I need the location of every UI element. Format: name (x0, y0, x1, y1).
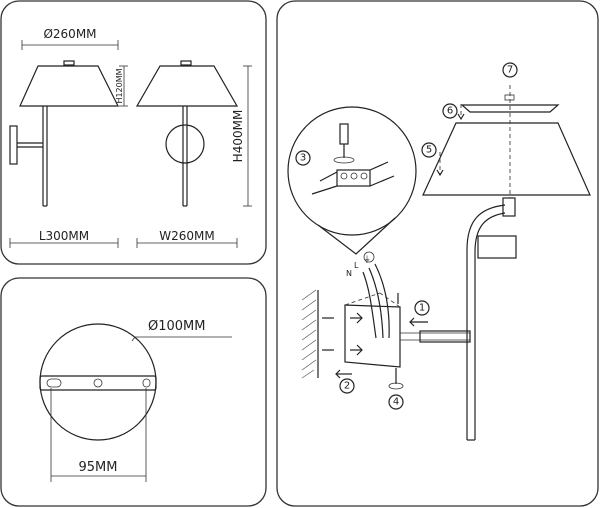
neutral-wire-label: N (346, 269, 352, 278)
width-label: W260MM (159, 229, 214, 243)
ground-symbol: ⏚ (363, 255, 371, 264)
detail-magnifier (287, 106, 417, 236)
svg-text:3: 3 (300, 153, 306, 164)
side-view-lamp (9, 60, 119, 207)
svg-text:2: 2 (344, 381, 350, 392)
installation-panel: ⏚ L N (276, 0, 599, 507)
step-badge-4: 4 (388, 394, 404, 410)
front-view-lamp (135, 60, 239, 207)
mount-spacing-label: 95MM (79, 460, 118, 475)
total-height-label: H400MM (231, 110, 245, 163)
mounting-base-panel: Ø100MM 95MM (0, 277, 267, 507)
svg-text:1: 1 (419, 303, 425, 314)
terminal-block (311, 161, 395, 195)
step-badge-5: 5 (421, 142, 437, 158)
step-badge-2: 2 (339, 378, 355, 394)
top-ring (460, 104, 560, 113)
step-badge-6: 6 (442, 103, 458, 119)
slot-left (46, 378, 62, 388)
wall-hatch (301, 289, 319, 379)
dimension-views-panel: Ø260MM H120MM H400MM (0, 0, 267, 265)
base-diameter-label: Ø100MM (148, 319, 205, 334)
length-label: L300MM (39, 229, 89, 243)
center-hole (93, 378, 103, 388)
screws (350, 312, 363, 356)
svg-text:5: 5 (426, 145, 432, 156)
shade-height-label: H120MM (115, 68, 124, 103)
svg-text:4: 4 (393, 397, 399, 408)
step-badge-1: 1 (414, 300, 430, 316)
step-badge-3: 3 (295, 150, 311, 166)
threaded-rod (419, 330, 471, 343)
step-badge-7: 7 (502, 62, 518, 78)
shade (422, 122, 591, 196)
mounting-plate (344, 304, 401, 368)
screwdriver-icon (339, 123, 349, 158)
slot-right (142, 378, 151, 388)
live-wire-label: L (354, 261, 359, 270)
svg-text:7: 7 (507, 65, 513, 76)
assembled-lamp (422, 85, 591, 441)
svg-text:6: 6 (447, 106, 453, 117)
shade-diameter-label: Ø260MM (43, 27, 96, 41)
